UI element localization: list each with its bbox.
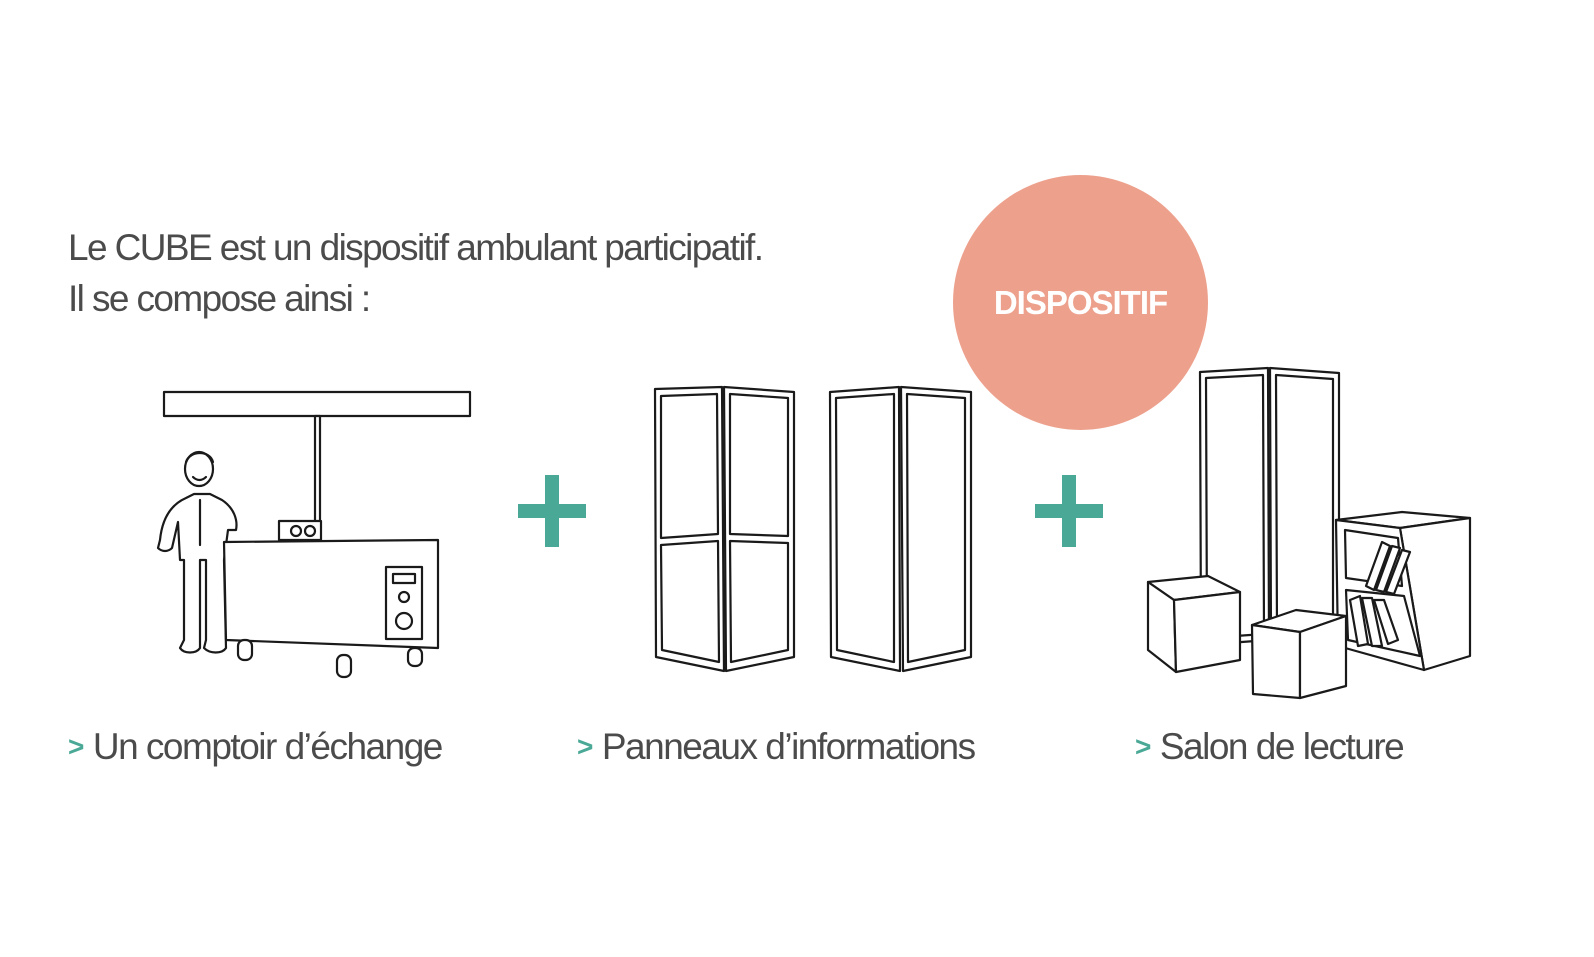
caption-exchange-counter: > Un comptoir d’échange [68,726,444,768]
caption-label: Salon de lecture [1159,726,1405,767]
plus-icon [518,475,586,547]
caption-label: Un comptoir d’échange [92,726,444,767]
info-panels-illustration [653,385,973,673]
caption-label: Panneaux d’informations [601,726,976,767]
caption-reading-lounge: > Salon de lecture [1135,726,1405,768]
reading-lounge-illustration [1146,366,1472,700]
plus-icon [1035,475,1103,547]
intro-line-2: Il se compose ainsi : [68,278,371,319]
exchange-counter-illustration [156,390,472,679]
books-icon [1348,540,1412,648]
badge-label: DISPOSITIF [993,283,1168,321]
caption-info-panels: > Panneaux d’informations [577,726,976,768]
chevron-right-icon: > [1135,731,1151,762]
chevron-right-icon: > [68,731,84,762]
dispositif-badge: DISPOSITIF [953,175,1208,430]
intro-line-1: Le CUBE est un dispositif ambulant parti… [68,227,764,268]
intro-text: Le CUBE est un dispositif ambulant parti… [68,222,764,324]
chevron-right-icon: > [577,731,593,762]
person-icon [156,450,238,654]
